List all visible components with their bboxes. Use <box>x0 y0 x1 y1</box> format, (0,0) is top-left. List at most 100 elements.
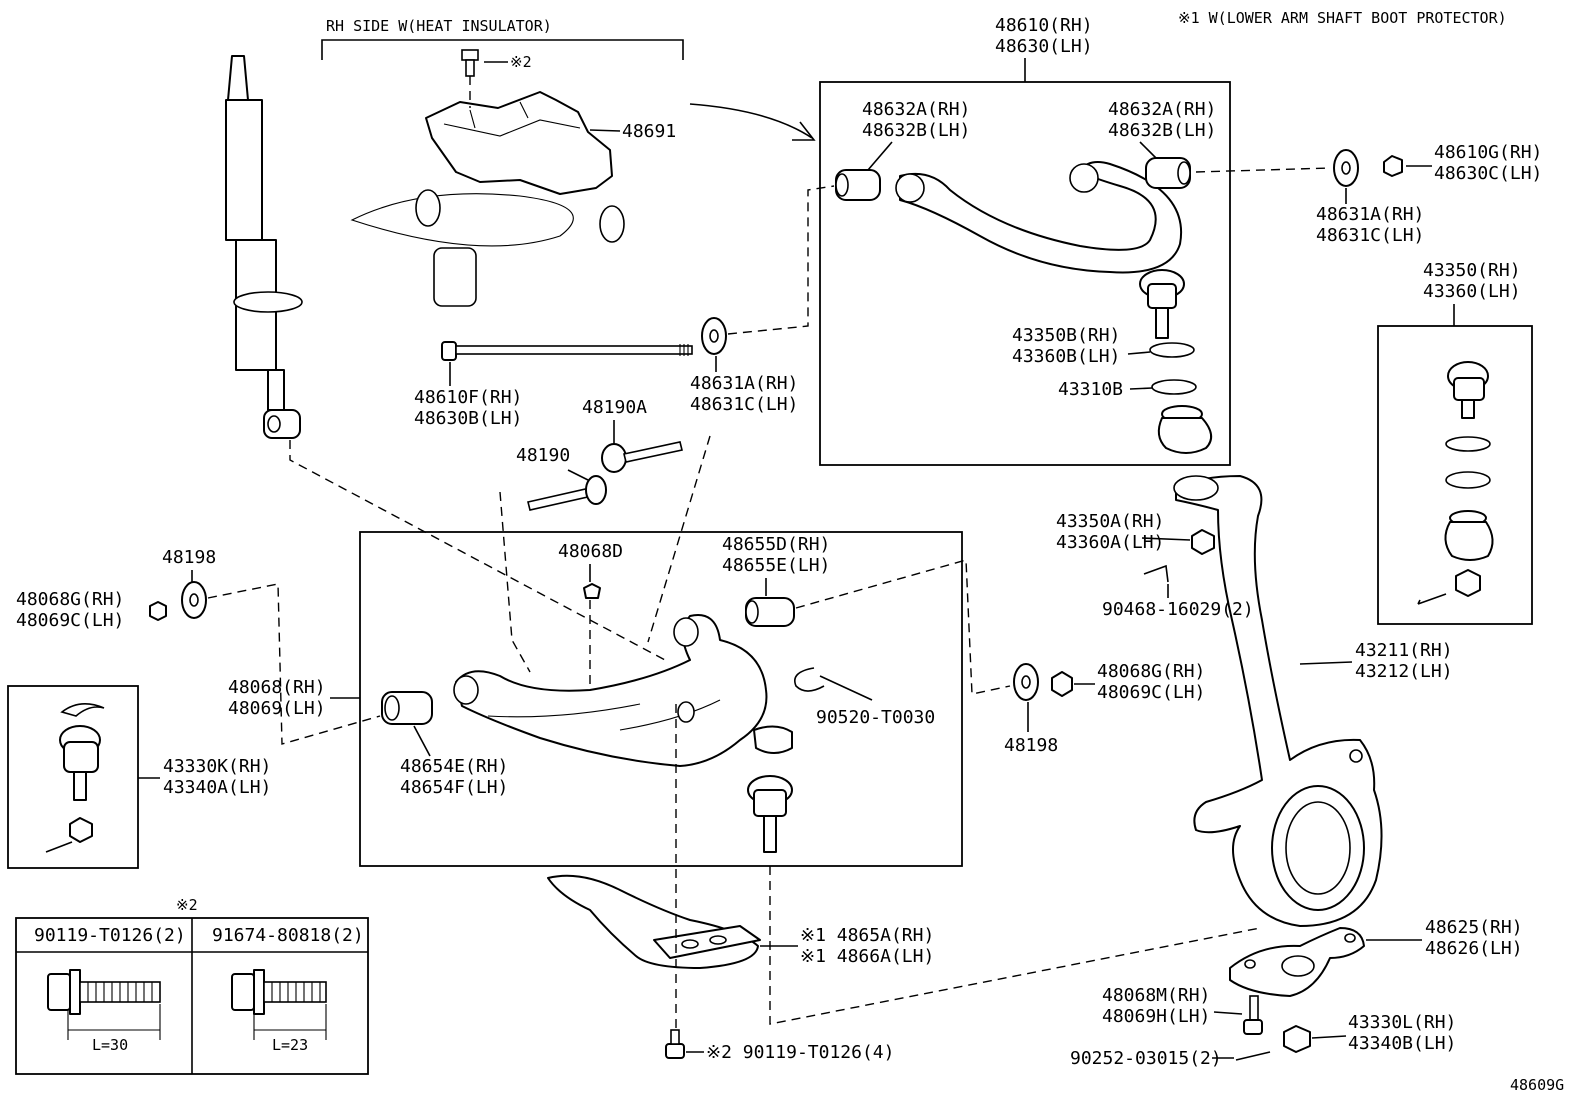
left-washer-guide <box>207 583 381 745</box>
label-48068m: 48068M(RH) <box>1102 985 1210 1006</box>
label-48610f: 48610F(RH) <box>414 387 522 408</box>
castle-nut-43330l[interactable] <box>1283 1025 1311 1053</box>
label-48069c-left: 48069C(LH) <box>16 610 124 631</box>
nut-48610g[interactable] <box>1383 155 1403 177</box>
label-48069: 48069(LH) <box>228 698 326 719</box>
label-90119-bottom: ※2 90119-T0126(4) <box>706 1042 894 1063</box>
label-48632b-left: 48632B(LH) <box>862 120 970 141</box>
cam-guide-left <box>499 491 531 673</box>
boot-ring-43350[interactable] <box>1445 471 1491 489</box>
bushing-48654e[interactable] <box>381 691 433 725</box>
leader-48691 <box>589 129 621 132</box>
rh-side-bracket <box>321 39 684 60</box>
label-43350: 43350(RH) <box>1423 260 1521 281</box>
label-43211: 43211(RH) <box>1355 640 1453 661</box>
castle-nut-43330k[interactable] <box>69 817 93 843</box>
upper-arm-bushing-left[interactable] <box>835 169 881 201</box>
label-90520: 90520-T0030 <box>816 707 935 728</box>
mark2-table: ※2 <box>176 896 198 914</box>
cotter-pin-90252[interactable] <box>1235 1051 1271 1061</box>
insulator-bolt[interactable] <box>461 49 479 77</box>
bolt-48610f[interactable] <box>441 341 693 361</box>
leader-90520 <box>819 675 873 701</box>
ball-joint-box-right <box>1377 325 1533 625</box>
ball-joint-43350[interactable] <box>1447 361 1489 419</box>
castle-nut-43350[interactable] <box>1455 569 1481 597</box>
label-43310b: 43310B <box>1058 379 1123 400</box>
cotter-pin-43350[interactable] <box>1417 593 1447 605</box>
upper-snap-ring[interactable] <box>1149 342 1195 358</box>
label-48198-left: 48198 <box>162 547 216 568</box>
bushing-right-guide <box>795 559 1011 695</box>
nut-48068g-left[interactable] <box>149 601 167 621</box>
label-48630: 48630(LH) <box>995 36 1093 57</box>
label-48069c-right: 48069C(LH) <box>1097 682 1205 703</box>
bolt-90119-bottom[interactable] <box>665 1029 685 1059</box>
heat-insulator-part[interactable] <box>425 91 613 195</box>
boot-protector-4865a[interactable] <box>547 874 761 969</box>
snap-ring-90520[interactable] <box>794 667 825 692</box>
label-48068d: 48068D <box>558 541 623 562</box>
label-43360: 43360(LH) <box>1423 281 1521 302</box>
mark2-insulator: ※2 <box>510 53 532 71</box>
upper-arm-bushing-right[interactable] <box>1145 157 1191 189</box>
steering-knuckle[interactable] <box>1173 475 1383 927</box>
cam-guide-right <box>647 435 711 643</box>
upper-ball-joint[interactable] <box>1139 269 1185 339</box>
washer-48631a-right[interactable] <box>1333 149 1359 187</box>
bushing-48655d[interactable] <box>745 597 795 627</box>
boot-protector-note: ※1 W(LOWER ARM SHAFT BOOT PROTECTOR) <box>1178 9 1507 27</box>
long-bolt-guide <box>727 185 835 335</box>
label-90468: 90468-16029(2) <box>1102 599 1254 620</box>
label-48631c-left: 48631C(LH) <box>690 394 798 415</box>
lower-ball-joint-48068[interactable] <box>747 775 793 853</box>
snap-ring-43330k[interactable] <box>60 703 105 717</box>
len-right: L=23 <box>272 1036 308 1054</box>
bolt-table-right-header: 91674-80818(2) <box>212 925 364 946</box>
washer-48198-left[interactable] <box>181 581 207 619</box>
washer-48198-right[interactable] <box>1013 663 1039 701</box>
nut-48068g-right[interactable] <box>1051 671 1073 697</box>
snap-ring-43350[interactable] <box>1445 436 1491 452</box>
castle-nut-43350a[interactable] <box>1191 529 1215 555</box>
upper-boot-ring[interactable] <box>1151 379 1197 395</box>
label-48654e: 48654E(RH) <box>400 756 508 777</box>
cotter-pin-43330k[interactable] <box>45 841 73 853</box>
upper-arm[interactable] <box>895 161 1183 274</box>
upper-dust-boot[interactable] <box>1157 405 1213 454</box>
bolt-90119-illustration <box>47 969 161 1015</box>
arrow-to-upper-arm <box>689 103 813 139</box>
label-48632b-right: 48632B(LH) <box>1108 120 1216 141</box>
label-48068g-right: 48068G(RH) <box>1097 661 1205 682</box>
bolt-48068m[interactable] <box>1243 995 1263 1035</box>
stopper-48625[interactable] <box>1229 927 1365 997</box>
label-43340a: 43340A(LH) <box>163 777 271 798</box>
label-48610: 48610(RH) <box>995 15 1093 36</box>
label-43350b: 43350B(RH) <box>1012 325 1120 346</box>
label-48630c: 48630C(LH) <box>1434 163 1542 184</box>
cotter-pin-90468[interactable] <box>1143 564 1169 583</box>
label-48069h: 48069H(LH) <box>1102 1006 1210 1027</box>
leader-48632-right <box>1139 141 1159 161</box>
leader-43310b <box>1129 387 1153 390</box>
label-48625: 48625(RH) <box>1425 917 1523 938</box>
lower-arm[interactable] <box>453 614 793 767</box>
label-48632a-right: 48632A(RH) <box>1108 99 1216 120</box>
label-48190: 48190 <box>516 445 570 466</box>
plug-48068d[interactable] <box>583 583 601 599</box>
upper-arm-ghost <box>350 189 625 307</box>
label-43350a: 43350A(RH) <box>1056 511 1164 532</box>
label-48068: 48068(RH) <box>228 677 326 698</box>
dust-boot-43350[interactable] <box>1444 510 1494 561</box>
cam-bolt-48190[interactable] <box>527 475 607 511</box>
leader-48632-left <box>867 141 893 171</box>
ball-joint-43330k[interactable] <box>59 725 101 801</box>
washer-48631a-left[interactable] <box>701 317 727 355</box>
dim-line-right <box>253 1004 327 1040</box>
label-43330l: 43330L(RH) <box>1348 1012 1456 1033</box>
label-48190a: 48190A <box>582 397 647 418</box>
cam-bolt-48190a[interactable] <box>601 441 683 473</box>
shock-absorber[interactable] <box>225 55 303 439</box>
upper-right-guide <box>1195 167 1331 173</box>
